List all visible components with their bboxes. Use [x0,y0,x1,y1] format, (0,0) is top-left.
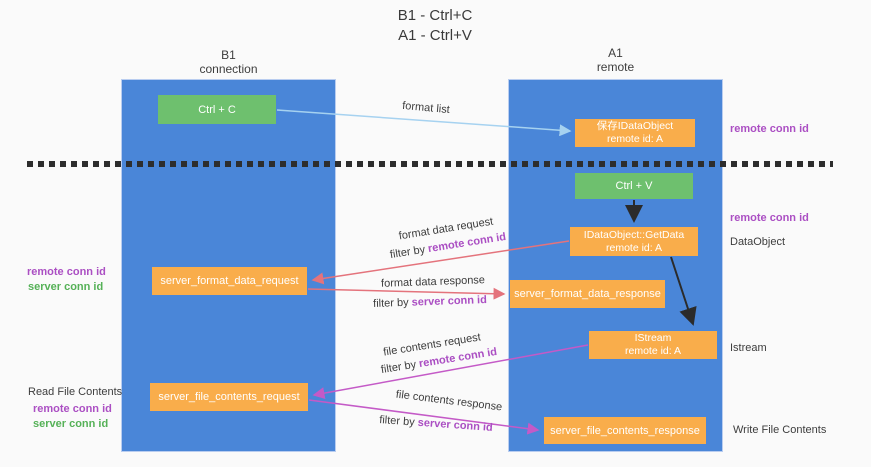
box-server-format-data-response: server_format_data_response [510,280,665,308]
left-column-subtitle: connection [199,62,258,76]
title-line-1: B1 - Ctrl+C [397,7,473,24]
label-format-list: format list [401,99,451,117]
box-istream: IStream remote id: A [589,331,717,359]
box-ctrl-v-label: Ctrl + V [615,180,653,192]
box-save-idataobject: 保存IDataObject remote id: A [575,119,695,147]
box-server-file-contents-response-label: server_file_contents_response [550,424,700,437]
box-server-file-contents-request: server_file_contents_request [150,383,308,411]
dashed-divider [27,161,833,167]
right-column-title: A1 [608,46,623,60]
box-ctrl-v: Ctrl + V [575,173,693,199]
box-istream-line1: IStream [634,332,672,344]
right-column-header: A1 remote [508,46,723,74]
box-idataobject-getdata-line1: IDataObject::GetData [583,228,685,241]
right-label-istream: Istream [730,342,767,354]
label-filter-server-2: filter by server conn id [378,414,494,434]
box-istream-line2: remote id: A [624,345,682,357]
box-server-file-contents-response: server_file_contents_response [544,417,706,444]
left-label-read-file-contents: Read File Contents [28,386,123,398]
left-column-title: B1 [221,48,236,62]
title-line-2: A1 - Ctrl+V [398,27,472,44]
label-filter-server-1: filter by server conn id [372,294,488,310]
right-label-dataobject: DataObject [730,236,786,248]
right-label-write-file-contents: Write File Contents [733,424,827,436]
box-ctrl-c-label: Ctrl + C [198,103,236,116]
right-column-subtitle: remote [596,60,635,74]
diagram-title: B1 - Ctrl+C A1 - Ctrl+V [330,6,540,46]
arrow-format-data-response [307,287,506,300]
left-label-server-conn-id: server conn id [28,281,104,293]
box-server-format-data-request-label: server_format_data_request [160,275,299,287]
right-label-remote-conn-id-top: remote conn id [730,123,809,135]
box-idataobject-getdata: IDataObject::GetData remote id: A [570,227,698,256]
box-server-format-data-response-label: server_format_data_response [514,288,661,300]
box-ctrl-c: Ctrl + C [158,95,276,124]
left-column-header: B1 connection [121,48,336,76]
left-label-remote-conn-id: remote conn id [27,266,106,278]
left-label-remote-conn-id-2: remote conn id [33,403,112,415]
box-server-format-data-request: server_format_data_request [152,267,307,295]
box-idataobject-getdata-line2: remote id: A [605,241,663,254]
box-save-idataobject-line1: 保存IDataObject [596,120,674,132]
highlight-server-conn-id-2: server conn id [417,416,494,434]
highlight-server-conn-id: server conn id [411,294,488,309]
box-server-file-contents-request-label: server_file_contents_request [158,391,300,403]
left-label-server-conn-id-2: server conn id [33,418,109,430]
box-save-idataobject-line2: remote id: A [606,133,664,145]
label-file-contents-response: file contents response [395,388,503,414]
label-format-data-response: format data response [380,274,486,290]
right-label-remote-conn-id-mid: remote conn id [730,212,809,224]
